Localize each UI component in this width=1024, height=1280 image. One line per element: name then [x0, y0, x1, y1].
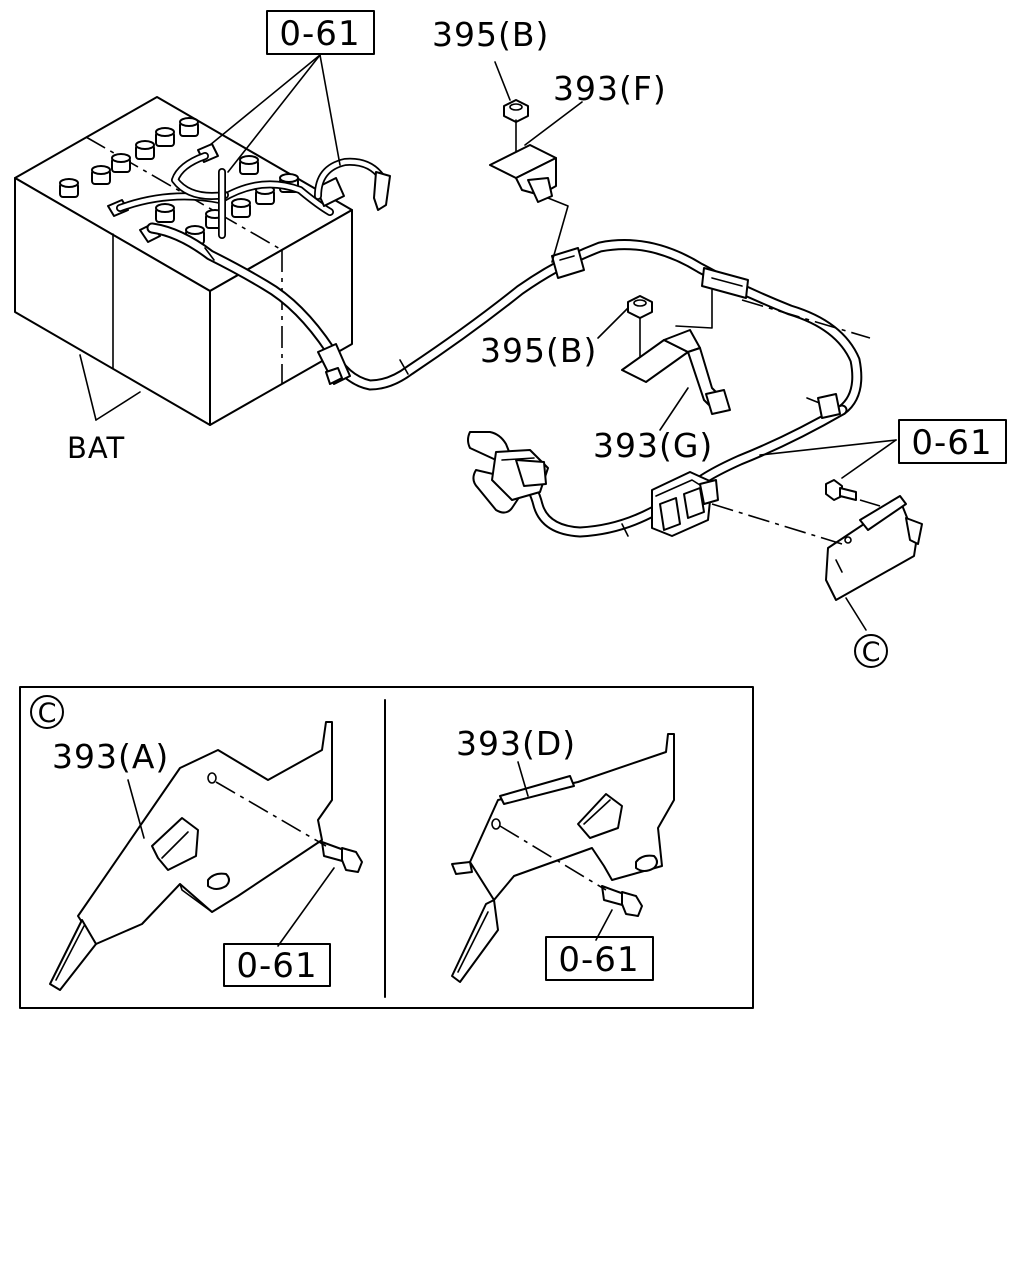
- ref-right-label: 0-61: [911, 423, 992, 463]
- cable-clips: [317, 247, 841, 419]
- detail-panel-c: C 393(A) 0-61: [19, 686, 754, 1009]
- ref-detail-left-label: 0-61: [236, 946, 317, 986]
- label-395b-top: 395(B): [432, 15, 549, 54]
- callout-leaders: [79, 54, 897, 479]
- bolt-detail-left: [215, 781, 363, 873]
- view-marker-c-label: C: [862, 637, 881, 668]
- terminal-connector: [467, 431, 549, 514]
- mounting-plate-c: [825, 495, 923, 631]
- label-393f: 393(F): [553, 69, 667, 108]
- battery-terminal-caps: [59, 117, 299, 245]
- detail-marker-c-label: C: [38, 698, 57, 729]
- label-395b-mid: 395(B): [480, 331, 597, 370]
- nut-395b-mid: [597, 295, 653, 371]
- label-393d: 393(D): [456, 724, 576, 763]
- bracket-393a: [49, 721, 333, 991]
- relay-connector: [651, 471, 719, 537]
- ref-box-top: 0-61: [266, 10, 375, 55]
- ref-box-right: 0-61: [898, 419, 1007, 464]
- view-marker-c: C: [854, 634, 888, 668]
- battery: [14, 96, 353, 426]
- bolt-right: [825, 479, 881, 507]
- bolt-detail-right: [499, 825, 643, 917]
- battery-interconnect-wires: [116, 152, 345, 239]
- ref-box-detail-left: 0-61: [223, 943, 331, 987]
- ref-top-label: 0-61: [279, 14, 360, 54]
- bracket-393f: [489, 101, 583, 263]
- detail-marker-c: C: [30, 695, 64, 729]
- battery-harness-right: [314, 157, 391, 211]
- ref-box-detail-right: 0-61: [545, 936, 654, 981]
- bracket-393g: [621, 289, 731, 431]
- nut-395b-top: [494, 61, 529, 169]
- ref-detail-right-label: 0-61: [558, 940, 639, 980]
- label-393a: 393(A): [52, 737, 169, 776]
- bracket-393d: [451, 733, 675, 983]
- label-393g: 393(G): [593, 426, 713, 465]
- label-battery: BAT: [67, 431, 125, 465]
